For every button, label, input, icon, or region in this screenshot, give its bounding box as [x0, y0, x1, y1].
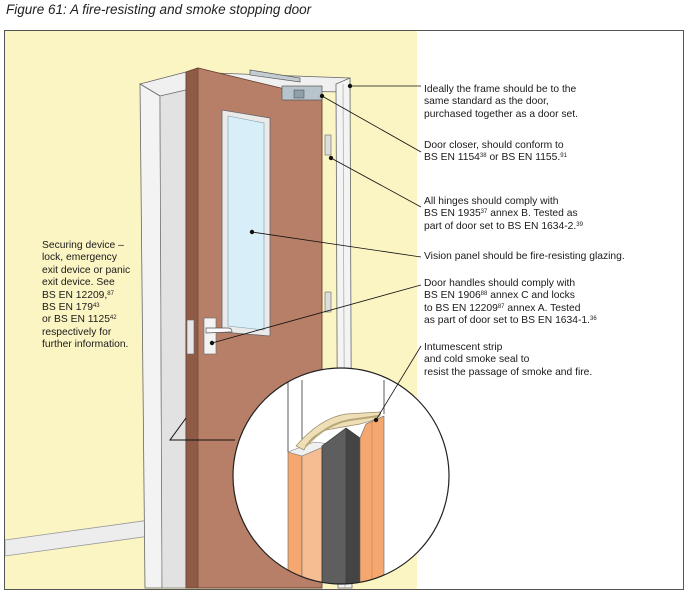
label-securing-line-1: Securing device – [42, 240, 124, 251]
hinge-top [324, 134, 332, 156]
label-handles-line-4: as part of door set to BS EN 1634-1.36 [424, 315, 597, 327]
label-hinges-line-2: BS EN 193537 annex B. Tested as [424, 208, 578, 220]
door-frame-left-jamb-inner [159, 89, 187, 589]
figure-title: Figure 61: A fire-resisting and smoke st… [6, 2, 312, 17]
label-hinges-line-1: All hinges should comply with [424, 196, 559, 207]
label-securing-line-5: BS EN 12209,87 [42, 289, 114, 301]
label-closer-line-1: Door closer, should conform to [424, 140, 564, 151]
label-handles-line-1: Door handles should comply with [424, 278, 576, 289]
label-strip-line-2: and cold smoke seal to [424, 354, 530, 366]
door-handle [205, 327, 233, 334]
handle-plate [203, 317, 217, 355]
figure-frame [4, 30, 684, 590]
label-frame-line-3: purchased together as a door set. [424, 108, 578, 120]
label-securing-line-3: exit device or panic [42, 264, 131, 276]
label-door-handles: Door handles should comply with BS EN 19… [424, 278, 597, 328]
label-securing-line-2: lock, emergency [42, 252, 117, 264]
vision-panel-glass [227, 115, 265, 331]
hinge-bottom [324, 291, 332, 313]
label-securing-line-8: respectively for [42, 326, 112, 338]
handle-plate-edge [186, 319, 195, 355]
door-closer-arm [249, 69, 301, 83]
label-securing-line-6: BS EN 17943 [42, 302, 100, 314]
label-door-closer: Door closer, should conform to BS EN 115… [424, 140, 567, 165]
label-securing-line-4: exit device. See [42, 277, 115, 289]
label-strip-line-1: Intumescent strip [424, 342, 503, 353]
label-vision-panel: Vision panel should be fire-resisting gl… [424, 251, 625, 262]
label-hinges-line-3: part of door set to BS EN 1634-2.39 [424, 220, 583, 232]
label-securing-line-9: further information. [42, 339, 129, 351]
label-handles-line-3: to BS EN 1220987 annex A. Tested [424, 302, 581, 314]
label-handles-line-2: BS EN 190688 annex C and locks [424, 290, 575, 302]
label-hinges: All hinges should comply with BS EN 1935… [424, 196, 583, 233]
label-intumescent-strip: Intumescent strip and cold smoke seal to… [424, 342, 592, 379]
label-closer-line-2: BS EN 115438 or BS EN 1155.91 [424, 152, 567, 164]
label-securing-line-7: or BS EN 112542 [42, 314, 117, 326]
label-frame-line-1: Ideally the frame should be to the [424, 84, 577, 95]
label-frame-line-2: same standard as the door, [424, 96, 549, 108]
label-strip-line-3: resist the passage of smoke and fire. [424, 366, 593, 378]
label-frame: Ideally the frame should be to the same … [424, 84, 578, 121]
label-securing-device: Securing device – lock, emergency exit d… [42, 240, 130, 352]
